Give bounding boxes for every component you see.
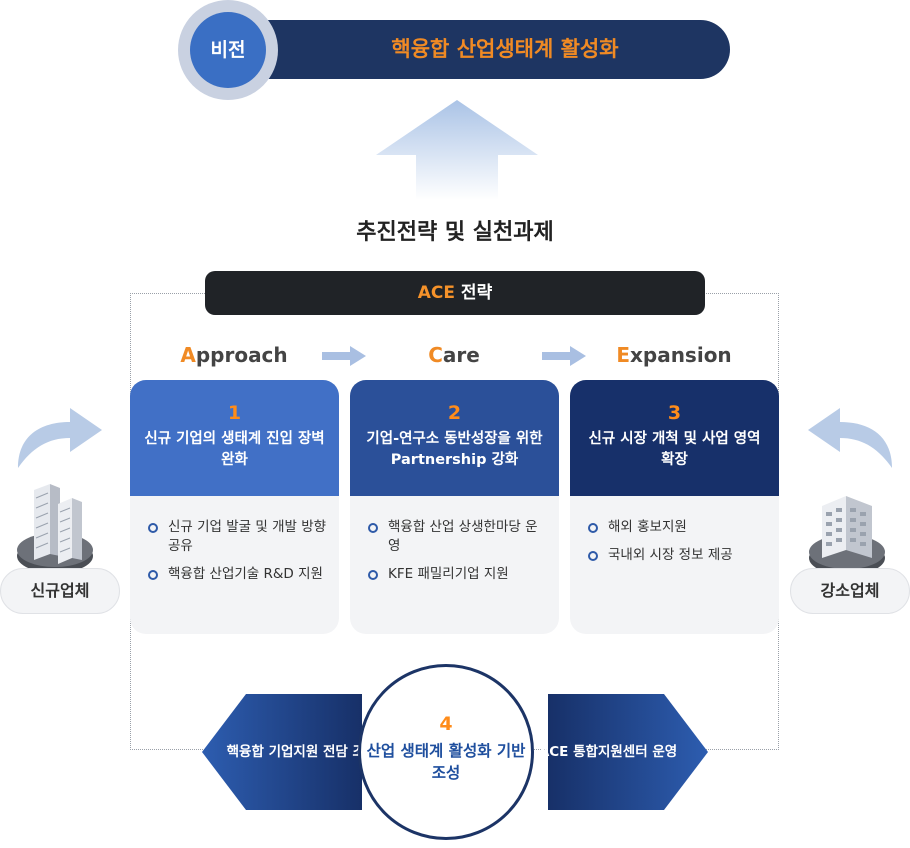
card-title: 기업-연구소 동반성장을 위한 Partnership 강화	[366, 431, 543, 468]
card-title: 신규 시장 개척 및 사업 영역 확장	[588, 431, 761, 468]
vision-statement: 핵융합 산업생태계 활성화	[391, 37, 619, 61]
bullet-icon	[588, 551, 598, 561]
hexagon-left-shape	[202, 694, 362, 810]
card-task-list: 신규 기업 발굴 및 개발 방향 공유 핵융합 산업기술 R&D 지원	[148, 518, 329, 593]
column-heading-care: Care	[428, 343, 480, 367]
side-label-new-company: 신규업체	[0, 568, 120, 614]
bullet-icon	[148, 570, 158, 580]
bullet-icon	[368, 523, 378, 533]
right-arrow-icon	[322, 346, 366, 366]
card-number: 2	[447, 402, 462, 424]
curved-arrow-icon	[18, 408, 102, 468]
side-label-strong-company: 강소업체	[790, 568, 910, 614]
curved-arrow-icon	[808, 408, 892, 468]
card-header: 3 신규 시장 개척 및 사업 영역 확장	[570, 380, 779, 496]
right-arrow-icon	[542, 346, 586, 366]
foundation-number: 4	[439, 713, 453, 735]
column-heading-approach: Approach	[180, 343, 288, 367]
list-item: 국내외 시장 정보 제공	[588, 546, 769, 565]
bullet-icon	[588, 523, 598, 533]
list-item: 해외 홍보지원	[588, 518, 769, 537]
ace-label: 전략	[455, 283, 493, 303]
office-tower-icon	[17, 484, 93, 573]
bullet-icon	[148, 523, 158, 533]
card-number: 3	[667, 402, 682, 424]
list-item: KFE 패밀리기업 지원	[368, 565, 549, 584]
up-arrow-icon	[376, 100, 538, 200]
hexagon-right-shape	[548, 694, 708, 810]
strategy-card-expansion: 3 신규 시장 개척 및 사업 영역 확장 해외 홍보지원 국내외 시장 정보 …	[570, 380, 779, 634]
card-number: 1	[227, 402, 242, 424]
office-building-icon	[809, 496, 885, 575]
column-heading-expansion: Expansion	[616, 343, 732, 367]
foundation-right-text: ACE 통합지원센터 운영	[538, 743, 678, 760]
card-task-list: 핵융합 산업 상생한마당 운영 KFE 패밀리기업 지원	[368, 518, 549, 593]
strategy-card-care: 2 기업-연구소 동반성장을 위한 Partnership 강화 핵융합 산업 …	[350, 380, 559, 634]
card-header: 2 기업-연구소 동반성장을 위한 Partnership 강화	[350, 380, 559, 496]
strategy-card-approach: 1 신규 기업의 생태계 진입 장벽 완화 신규 기업 발굴 및 개발 방향 공…	[130, 380, 339, 634]
vision-bar	[232, 20, 730, 79]
foundation-title: 산업 생태계 활성화 기반 조성	[366, 742, 526, 782]
ace-highlight: ACE	[417, 283, 456, 303]
bullet-icon	[368, 570, 378, 580]
card-task-list: 해외 홍보지원 국내외 시장 정보 제공	[588, 518, 769, 574]
strategy-title: 추진전략 및 실천과제	[356, 220, 554, 245]
list-item: 핵융합 산업 상생한마당 운영	[368, 518, 549, 556]
vision-badge: 비전	[190, 12, 266, 88]
list-item: 핵융합 산업기술 R&D 지원	[148, 565, 329, 584]
foundation-left-text: 핵융합 기업지원 전담 조직	[226, 743, 378, 760]
list-item: 신규 기업 발굴 및 개발 방향 공유	[148, 518, 329, 556]
card-title: 신규 기업의 생태계 진입 장벽 완화	[144, 431, 325, 468]
card-header: 1 신규 기업의 생태계 진입 장벽 완화	[130, 380, 339, 496]
ace-strategy-header: ACE 전략	[205, 271, 705, 315]
foundation-circle: 4 산업 생태계 활성화 기반 조성	[358, 664, 534, 840]
